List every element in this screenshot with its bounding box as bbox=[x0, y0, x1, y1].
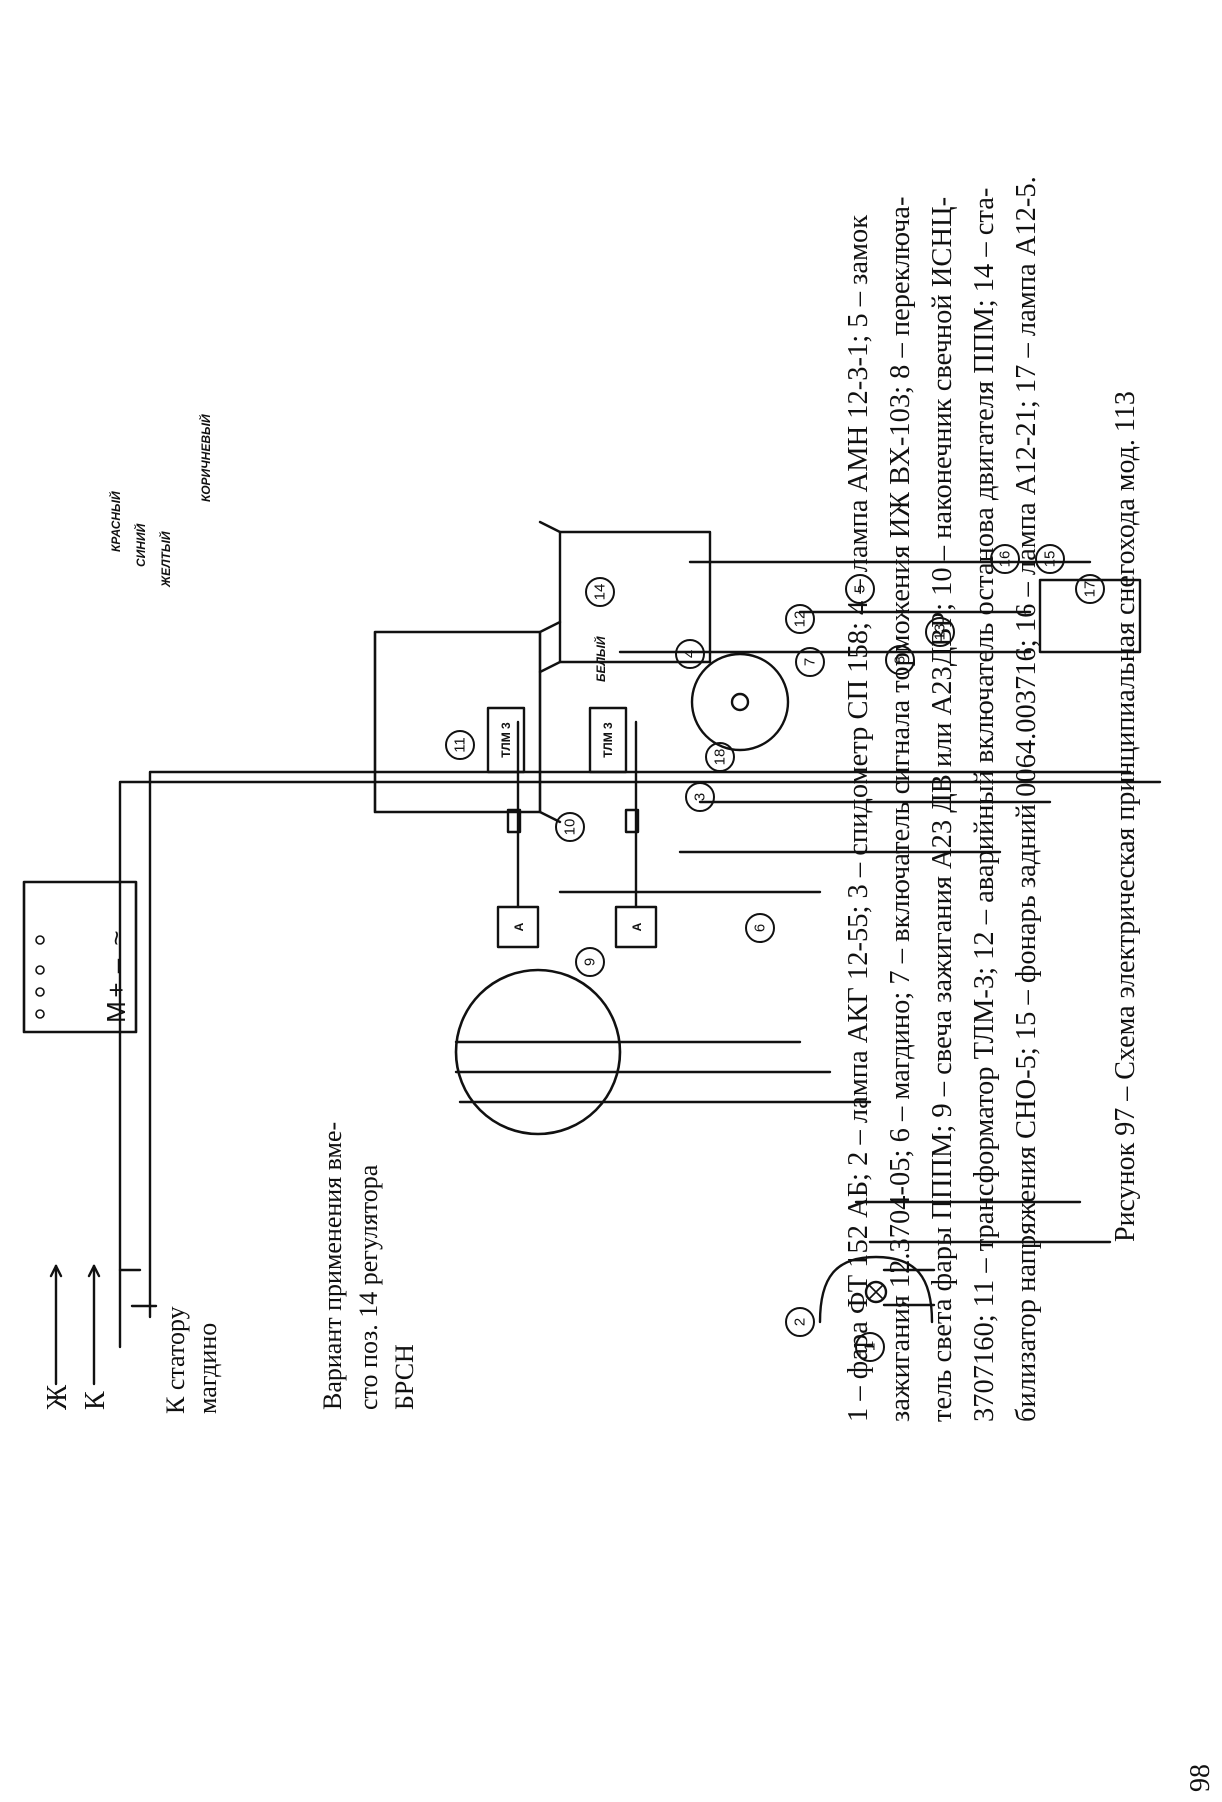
plug-9a-label: А bbox=[512, 922, 526, 931]
callout-18 bbox=[705, 742, 735, 772]
hv-leads bbox=[516, 720, 638, 909]
page-number: 98 bbox=[1185, 1764, 1216, 1792]
wire-label-brown: КОРИЧНЕВЫЙ bbox=[197, 414, 213, 502]
legend-line-2: зажигания 12.3704-05; 6 – магдино; 7 – в… bbox=[885, 196, 916, 1422]
engine-stop-unit-18 bbox=[373, 630, 542, 814]
callout-13-num: 13 bbox=[932, 624, 949, 641]
transformer-11a bbox=[486, 706, 526, 774]
callout-6-num: 6 bbox=[752, 924, 769, 932]
callout-7 bbox=[795, 647, 825, 677]
legend-line-5: билизатор напряжения СНО-5; 15 – фонарь … bbox=[1011, 176, 1042, 1422]
terminal-dot bbox=[35, 987, 45, 997]
tail-lamp-15 bbox=[1038, 578, 1142, 654]
callout-12 bbox=[785, 604, 815, 634]
callout-2 bbox=[785, 1307, 815, 1337]
transformer-11a-label: ТЛМ 3 bbox=[499, 722, 513, 758]
headlight-leads bbox=[882, 1268, 936, 1307]
callout-10-num: 10 bbox=[562, 819, 579, 836]
callout-10 bbox=[555, 812, 585, 842]
callout-13 bbox=[925, 617, 955, 647]
callout-9 bbox=[575, 947, 605, 977]
callout-4-num: 4 bbox=[682, 650, 699, 658]
callout-14-num: 14 bbox=[592, 584, 609, 601]
callout-1-num: 1 bbox=[862, 1343, 879, 1351]
terminal-dot bbox=[35, 1009, 45, 1019]
terminal-dot bbox=[35, 935, 45, 945]
regulator-brsn-block bbox=[22, 880, 138, 1034]
speedometer-3 bbox=[690, 652, 790, 752]
legend-line-1: 1 – фара ФТ 152 АБ; 2 – лампа АКГ 12-55;… bbox=[843, 214, 874, 1422]
bracket bbox=[538, 620, 562, 824]
callout-11 bbox=[445, 730, 475, 760]
plug-cap-10a bbox=[506, 808, 522, 834]
terminal-plus: + bbox=[101, 982, 131, 997]
callout-15 bbox=[1035, 544, 1065, 574]
callout-3 bbox=[685, 782, 715, 812]
callout-2-num: 2 bbox=[792, 1318, 809, 1326]
lamp-2 bbox=[864, 1280, 888, 1304]
wire-label-red: КРАСНЫЙ bbox=[107, 491, 123, 552]
callout-8 bbox=[885, 645, 915, 675]
callout-3-num: 3 bbox=[692, 793, 709, 801]
terminal-ac: ~ bbox=[101, 930, 131, 945]
legend-line-3: тель света фары ПППМ; 9 – свеча зажигани… bbox=[927, 196, 958, 1422]
wire-label-blue: СИНИЙ bbox=[132, 523, 148, 567]
callout-9-num: 9 bbox=[582, 958, 599, 966]
legend-line-4: 3707160; 11 – трансформатор ТЛМ-3; 12 – … bbox=[969, 187, 1000, 1422]
lamp-4 bbox=[730, 692, 750, 712]
callout-18-num: 18 bbox=[712, 749, 729, 766]
bracket bbox=[538, 520, 562, 674]
wire-label-yellow: ЖЕЛТЫЙ bbox=[157, 531, 173, 588]
callout-8-num: 8 bbox=[892, 656, 909, 664]
lamp-cross bbox=[868, 1284, 884, 1300]
callout-12-num: 12 bbox=[792, 611, 809, 628]
figure-caption: Рисунок 97 – Схема электрическая принцип… bbox=[1110, 391, 1141, 1242]
callout-14 bbox=[585, 577, 615, 607]
arrow-head bbox=[49, 1264, 63, 1278]
terminal-dot bbox=[35, 965, 45, 975]
callout-15-num: 15 bbox=[1042, 551, 1059, 568]
callout-7-num: 7 bbox=[802, 658, 819, 666]
transformer-11b bbox=[588, 706, 628, 774]
callout-11-num: 11 bbox=[452, 737, 469, 753]
harness-frame bbox=[118, 780, 1162, 1349]
arrow-head bbox=[87, 1264, 101, 1278]
callout-16-num: 16 bbox=[997, 551, 1014, 568]
callout-5 bbox=[845, 574, 875, 604]
callout-17 bbox=[1075, 574, 1105, 604]
callout-5-num: 5 bbox=[852, 585, 869, 593]
plug-cap-10b bbox=[624, 808, 640, 834]
harness-frame bbox=[148, 770, 1132, 1319]
headlight-housing bbox=[818, 1255, 934, 1324]
stabilizer-14 bbox=[558, 530, 712, 664]
callout-16 bbox=[990, 544, 1020, 574]
transformer-11b-label: ТЛМ 3 bbox=[601, 722, 615, 758]
callout-6 bbox=[745, 913, 775, 943]
terminal-minus: – bbox=[101, 958, 131, 973]
callout-4 bbox=[675, 639, 705, 669]
callout-17-num: 17 bbox=[1082, 581, 1099, 598]
callout-1 bbox=[855, 1332, 885, 1362]
terminal-m: М bbox=[101, 1001, 131, 1023]
wire-label-white: БЕЛЫЙ bbox=[592, 636, 608, 682]
plug-9b-label: А bbox=[630, 922, 644, 931]
magneto-6 bbox=[454, 968, 622, 1136]
